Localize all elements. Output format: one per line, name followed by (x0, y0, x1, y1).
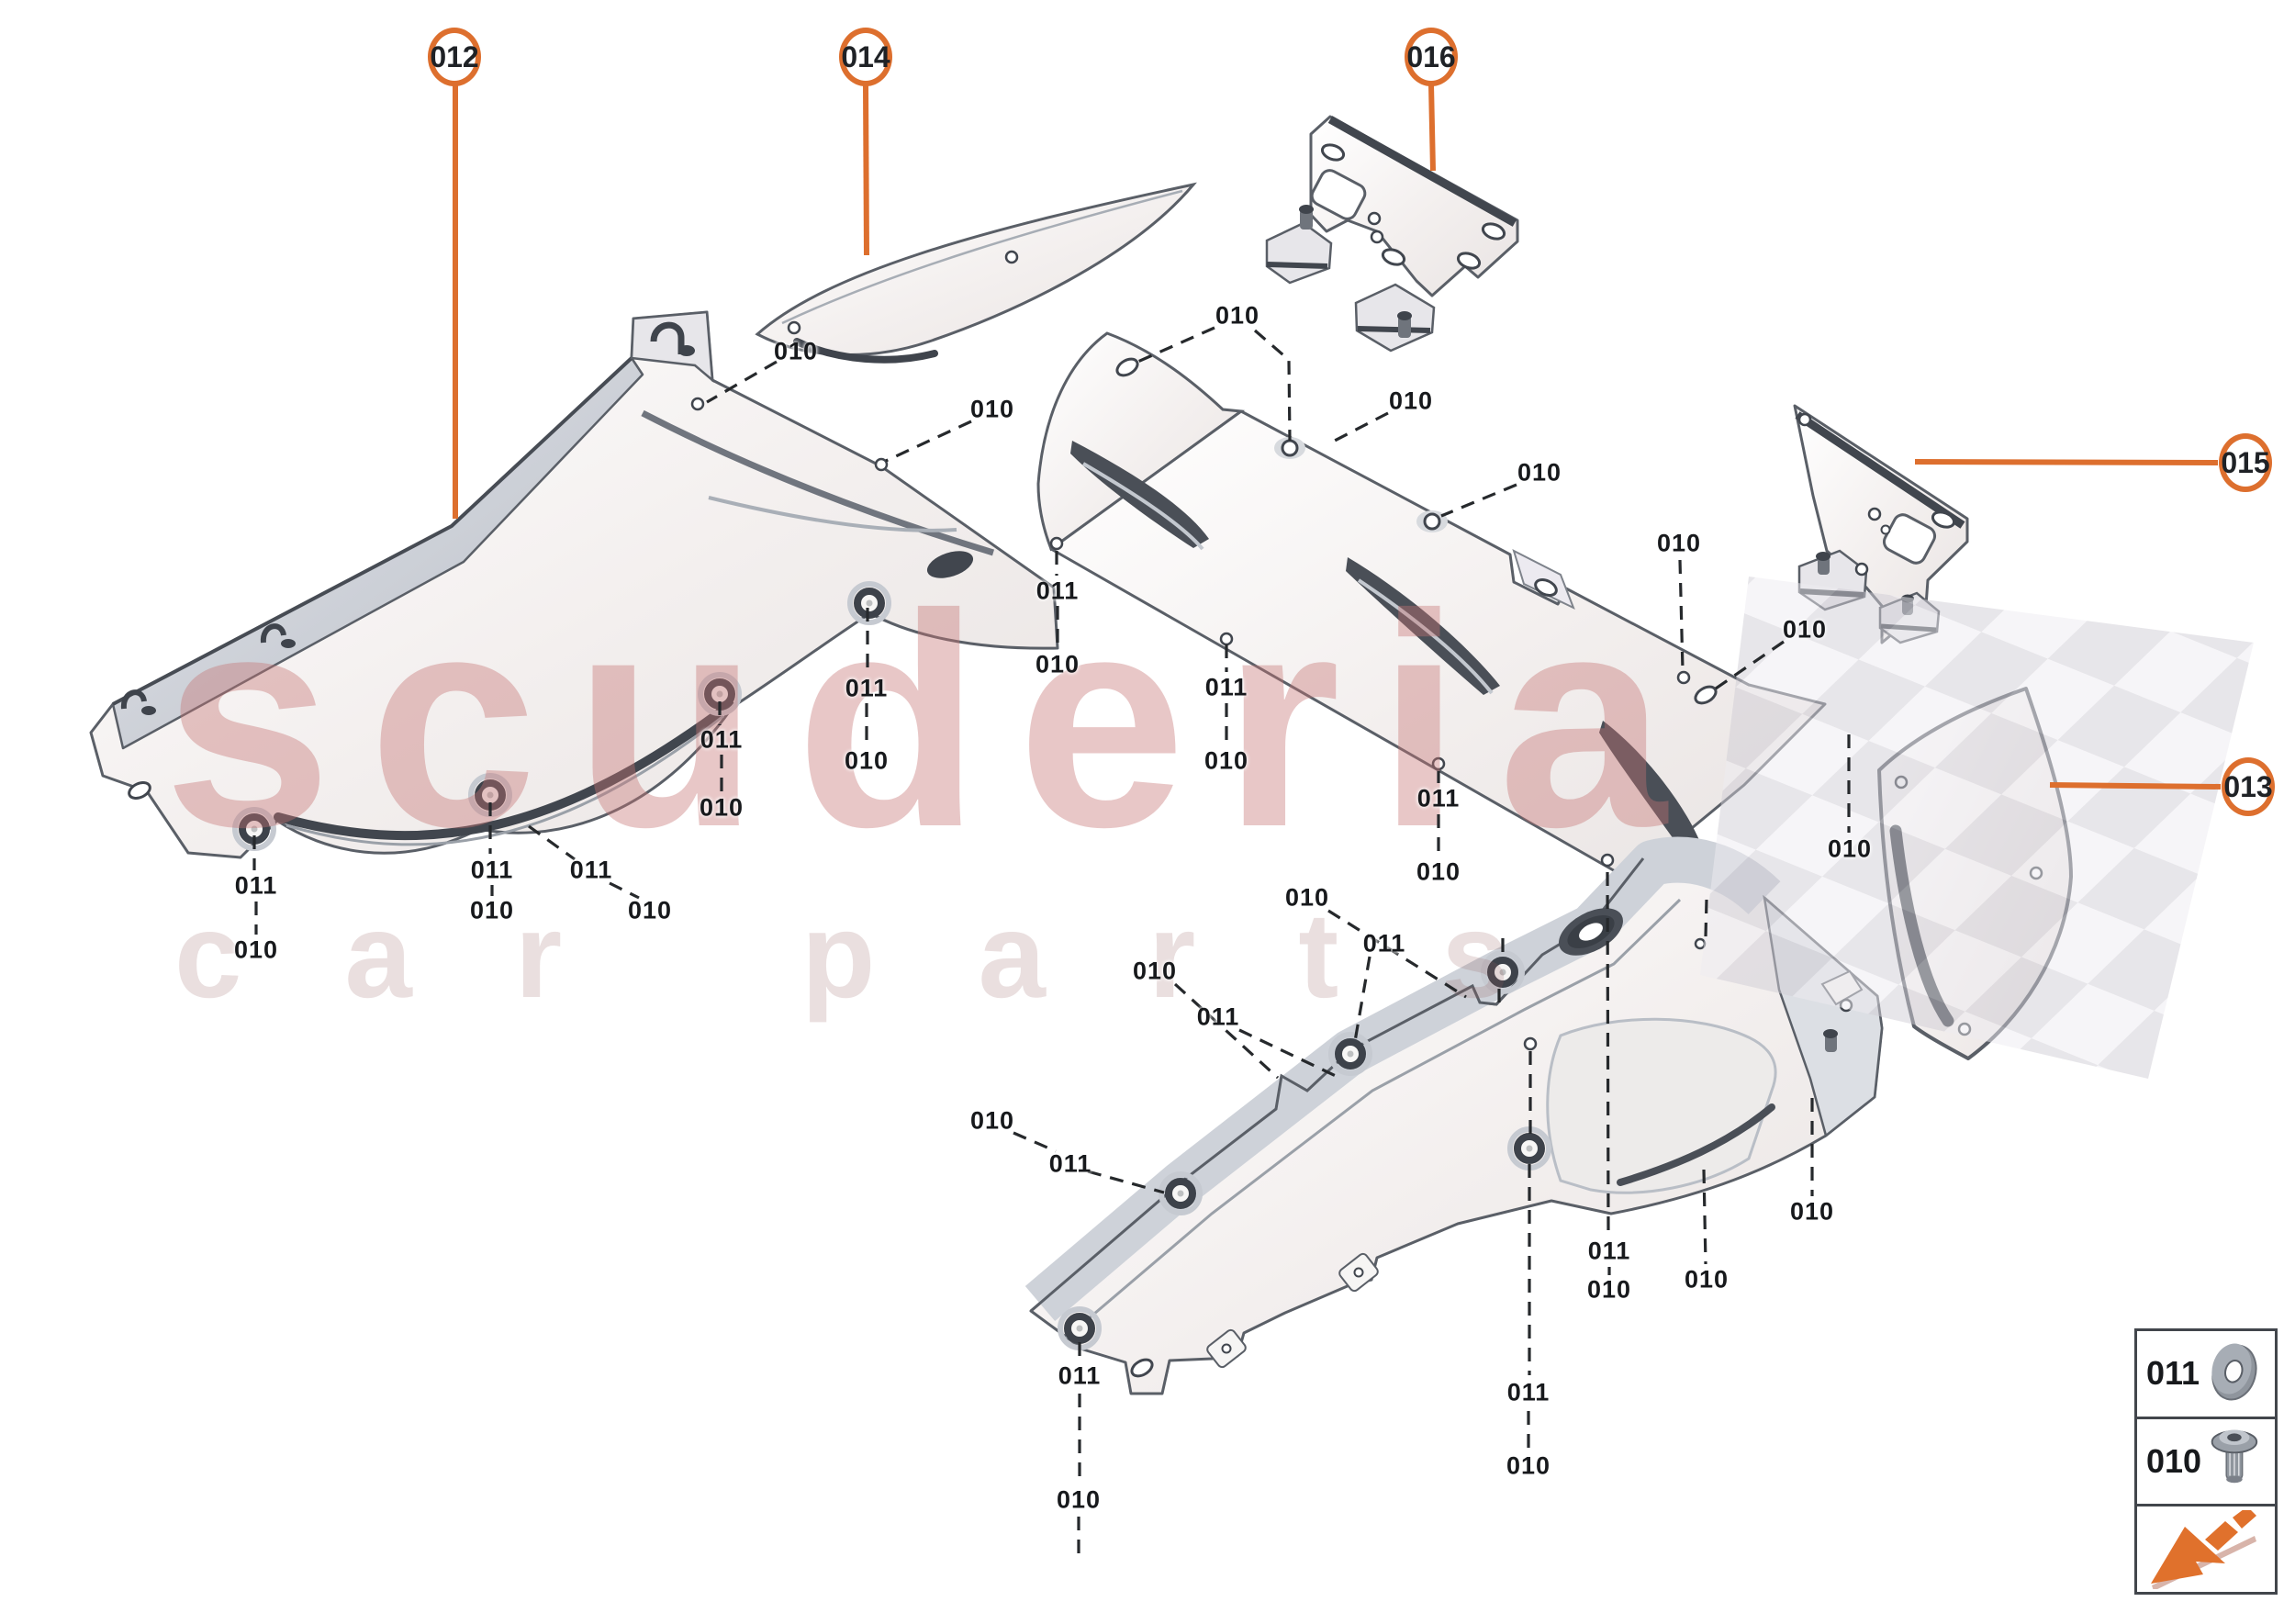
fastener-callout-label: 010 (1586, 1275, 1632, 1304)
fastener-callout-label: 011 (1058, 1361, 1102, 1390)
fastener-callout-label: 010 (1416, 857, 1461, 886)
washer-icon (2211, 1343, 2257, 1401)
part-badge-number: 013 (2223, 769, 2273, 803)
fastener-callout-label: 010 (1132, 957, 1178, 985)
fastener-callout-label: 011 (1362, 929, 1406, 958)
fastener-callout-label: 011 (470, 856, 514, 884)
fastener-callout-label: 011 (1204, 673, 1248, 701)
fastener-callout-label: 010 (1388, 386, 1434, 415)
part-badge[interactable]: 014 (839, 28, 892, 86)
fastener-callout-label: 011 (845, 674, 889, 702)
part-badge[interactable]: 012 (428, 28, 481, 86)
fastener-callout-label: 010 (1203, 746, 1249, 775)
fastener-callout-label: 010 (1215, 301, 1260, 330)
fastener-callout-label: 011 (1048, 1149, 1092, 1178)
watermark-sub-text: car parts (174, 888, 1612, 1023)
part-badge-number: 015 (2221, 445, 2270, 479)
fastener-callout-label: 010 (1656, 529, 1702, 557)
fastener-callout-label: 011 (1036, 577, 1080, 605)
fastener-callout-label: 010 (627, 896, 673, 924)
part-badge[interactable]: 015 (2219, 433, 2272, 492)
legend-code-011: 011 (2146, 1354, 2200, 1393)
legend-row-screw: 010 (2137, 1419, 2275, 1507)
fastener-callout-label: 010 (1827, 834, 1873, 863)
fastener-callout-label: 010 (1056, 1485, 1102, 1514)
fastener-callout-label: 010 (969, 395, 1015, 423)
fastener-callout-label: 010 (969, 1106, 1015, 1135)
part-012-underfloor-panel-left (89, 310, 1059, 859)
fastener-callout-label: 010 (1284, 883, 1330, 912)
fastener-callout-label: 010 (1517, 458, 1562, 487)
legend-code-010: 010 (2146, 1442, 2202, 1480)
fastener-callout-label: 010 (1789, 1197, 1835, 1226)
fastener-leader-lines (252, 326, 1851, 1561)
fastener-callout-label: 011 (700, 725, 744, 754)
fastener-callout-label: 010 (773, 337, 819, 365)
fastener-callout-label: 011 (1196, 1002, 1240, 1031)
fastener-callout-label: 010 (1684, 1265, 1730, 1294)
fastener-callout-label: 010 (1506, 1451, 1551, 1480)
legend-row-logo (2137, 1506, 2275, 1592)
center-diffuser-panel (1036, 331, 1827, 881)
fastener-callout-label: 010 (699, 793, 744, 822)
part-badge-number: 014 (841, 39, 890, 73)
fastener-legend: 011 010 (2134, 1328, 2278, 1595)
fastener-callout-label: 010 (1035, 650, 1080, 678)
fastener-callout-label: 011 (234, 871, 278, 900)
part-badge-number: 012 (430, 39, 479, 73)
fastener-callout-label: 010 (1782, 615, 1828, 644)
legend-row-washer: 011 (2137, 1331, 2275, 1419)
fastener-callout-label: 010 (844, 746, 890, 775)
badge-leader-lines (453, 84, 2222, 790)
fastener-callout-label: 011 (1587, 1237, 1631, 1265)
brand-arrow-logo (2151, 1509, 2256, 1589)
part-badge[interactable]: 016 (1405, 28, 1458, 86)
fastener-callout-label: 011 (1416, 784, 1461, 812)
fastener-callout-label: 010 (233, 935, 279, 964)
screw-icon (2211, 1429, 2258, 1484)
fastener-callout-label: 011 (1506, 1378, 1551, 1406)
part-014-curved-heat-shield (755, 182, 1197, 364)
watermark-brand-text: scuderia (163, 551, 1704, 890)
part-badge-number: 016 (1406, 39, 1456, 73)
fastener-callout-label: 011 (569, 856, 613, 884)
part-badge[interactable]: 013 (2222, 757, 2275, 816)
fastener-callout-label: 010 (469, 896, 515, 924)
part-016-mounting-bracket (1265, 115, 1519, 353)
